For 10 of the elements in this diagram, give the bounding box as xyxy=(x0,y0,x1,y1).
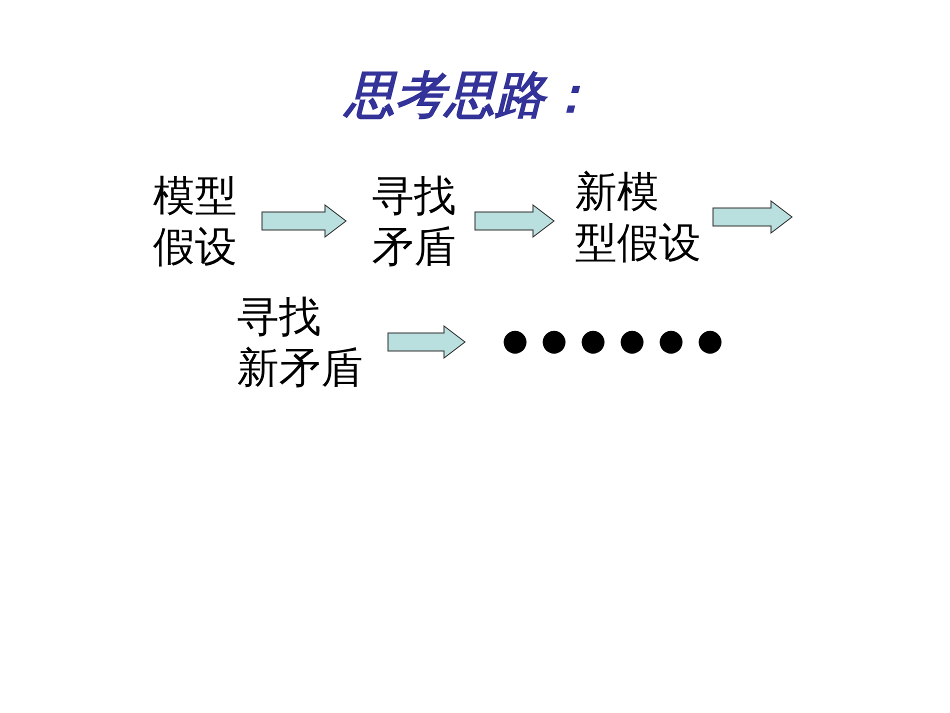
step-label: 模型假设 xyxy=(153,170,237,272)
block-arrow xyxy=(262,204,347,238)
block-arrow xyxy=(474,204,555,238)
step-label: 寻找新矛盾 xyxy=(237,291,363,393)
title: 思考思路： xyxy=(345,67,595,123)
step-label: 寻找矛盾 xyxy=(372,170,456,272)
block-arrow xyxy=(388,325,466,359)
ellipsis-dots: ●●●●●● xyxy=(502,326,724,356)
block-arrow xyxy=(712,200,793,234)
step-label: 新模型假设 xyxy=(575,166,701,268)
